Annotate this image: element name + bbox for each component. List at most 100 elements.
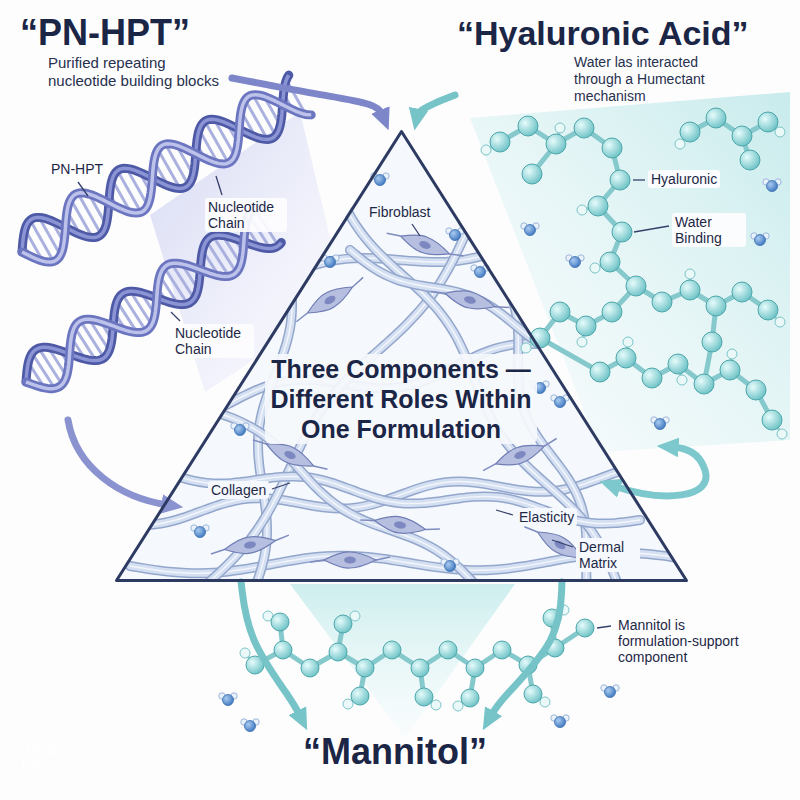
fibroblast-cell — [291, 273, 368, 327]
collagen-layer — [100, 150, 700, 604]
cell-nucleus — [513, 450, 527, 461]
oxygen-atom — [605, 687, 616, 698]
part-label: Collagen — [208, 481, 269, 499]
hydrogen-atom — [677, 375, 687, 385]
hydrogen-atom — [577, 337, 587, 347]
part-label: Water Binding — [672, 213, 746, 247]
atom — [762, 410, 782, 430]
triangle-edge — [117, 132, 687, 581]
atom — [652, 292, 672, 312]
water-molecule — [231, 423, 249, 436]
atom — [329, 643, 347, 661]
atom — [493, 641, 511, 659]
cell-nucleus — [283, 449, 297, 460]
water-molecule — [551, 395, 569, 408]
atom — [610, 170, 630, 190]
oxygen-atom — [767, 181, 778, 192]
atom — [706, 108, 726, 128]
mannitol-glow — [290, 584, 515, 738]
water-molecule — [763, 179, 781, 192]
cell-body — [324, 552, 376, 568]
collagen-fiber — [100, 465, 700, 525]
atom — [626, 276, 646, 296]
atom — [720, 360, 740, 380]
atom — [732, 282, 752, 302]
cell-body — [443, 285, 497, 314]
atom — [576, 316, 596, 336]
atom — [732, 126, 752, 146]
atom — [522, 164, 542, 184]
oxygen-atom — [525, 225, 536, 236]
component-heading: “Hyaluronic Acid”Water las interacted th… — [455, 10, 753, 107]
water-molecule — [219, 693, 237, 706]
atom — [602, 138, 622, 158]
cell-nucleus — [323, 294, 337, 306]
atom — [524, 685, 542, 703]
water-molecule — [566, 255, 584, 268]
dna-strand — [26, 207, 259, 388]
decor-arrow — [68, 420, 168, 505]
logo-text: Medi Clinic — [8, 743, 72, 773]
heading-text: “Hyaluronic Acid” — [457, 12, 749, 54]
atom — [576, 619, 594, 637]
flow-arrow — [241, 582, 300, 717]
water-molecule — [191, 525, 209, 538]
atom — [702, 332, 722, 352]
part-label: Dermal Matrix — [576, 538, 640, 572]
hydrogen-atom — [590, 263, 600, 273]
atom — [590, 362, 610, 382]
atom — [706, 296, 726, 316]
hydrogen-atom — [521, 343, 531, 353]
leader-line — [496, 510, 513, 515]
water-molecule — [651, 417, 669, 430]
hydrogen-atom — [481, 145, 491, 155]
subtitle-text: Purified repeating nucleotide building b… — [48, 54, 228, 90]
leader-line — [633, 179, 645, 180]
atom — [351, 687, 369, 705]
center-title: Three Components — Different Roles Withi… — [265, 354, 537, 444]
cell-nucleus — [463, 295, 476, 305]
atom — [466, 659, 484, 677]
atom — [600, 252, 620, 272]
label-holder: Nucleotide Chain — [172, 324, 254, 358]
atom — [680, 122, 700, 142]
heading-text: “PN-HPT” — [20, 12, 228, 54]
fibroblast-cell — [310, 552, 390, 568]
atom — [356, 659, 374, 677]
atom — [546, 134, 566, 154]
hydrogen-atom — [350, 611, 360, 621]
oxygen-atom — [475, 267, 486, 278]
hydrogen-atom — [775, 127, 785, 137]
edge-group — [232, 78, 562, 717]
part-label: Elasticity — [516, 508, 577, 526]
cell-tail — [387, 229, 464, 261]
heading-text: “Mannitol” — [303, 730, 487, 774]
dna-strand — [26, 207, 259, 388]
part-label: Hyaluronic — [648, 170, 720, 188]
cell-body — [223, 533, 277, 558]
oxygen-atom — [235, 425, 246, 436]
component-heading: “PN-HPT”Purified repeating nucleotide bu… — [18, 10, 232, 92]
label-holder: Dermal Matrix — [576, 538, 640, 572]
oxygen-atom — [375, 175, 386, 186]
part-label: Fibroblast — [366, 203, 433, 221]
hydrogen-atom — [685, 269, 695, 279]
water-molecule — [751, 233, 769, 246]
dna-strand — [22, 95, 311, 262]
water-molecule — [241, 719, 259, 732]
leader-line — [78, 182, 88, 196]
hydrogen-atom — [343, 699, 353, 709]
atom — [668, 354, 688, 374]
flow-arrow — [490, 582, 562, 717]
hydrogen-atom — [240, 648, 250, 658]
leader-line — [552, 540, 573, 547]
oxygen-atom — [555, 717, 566, 728]
subtitle-text: Water las interacted through a Humectant… — [574, 54, 734, 105]
part-label: Nucleotide Chain — [205, 198, 287, 232]
oxygen-atom — [195, 527, 206, 538]
water-molecule — [601, 685, 619, 698]
hydrogen-atom — [453, 701, 463, 711]
water-molecule — [551, 715, 569, 728]
